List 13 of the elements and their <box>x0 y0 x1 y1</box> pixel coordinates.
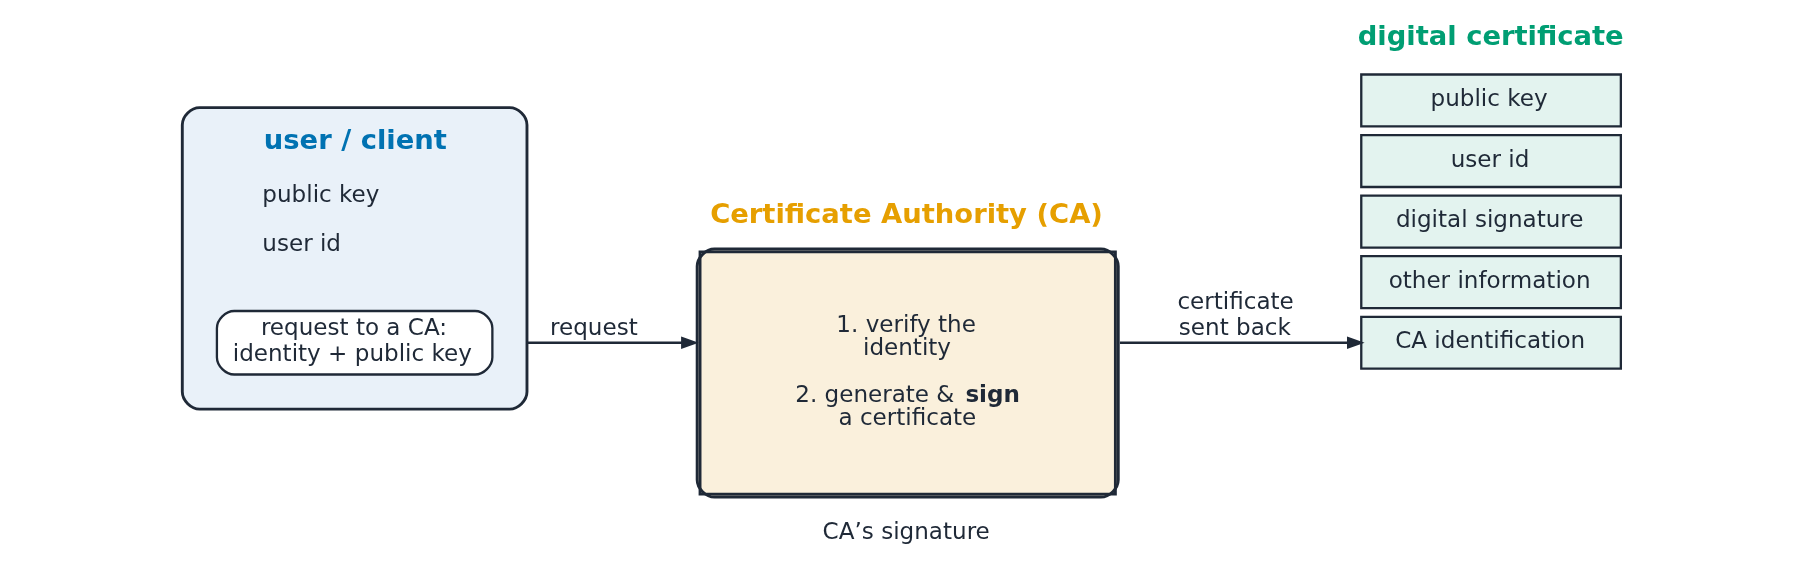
node-box: digital signature <box>1359 194 1622 249</box>
arrow <box>526 336 699 349</box>
node-box: CA identification <box>1359 315 1622 370</box>
label: digital certificate <box>1357 20 1624 52</box>
edge-label: certificate sent back <box>1176 288 1294 341</box>
node-box: user id <box>1359 133 1622 189</box>
edge-label: request <box>549 314 638 341</box>
label: CA’s signature <box>822 517 990 544</box>
arrow <box>1119 336 1365 349</box>
node-label: Certificate Authority (CA) <box>709 198 1103 230</box>
node-box: other information <box>1359 255 1622 310</box>
node-box: public key <box>1359 73 1622 128</box>
node-box: request to a CA: identity + public key <box>215 309 494 376</box>
